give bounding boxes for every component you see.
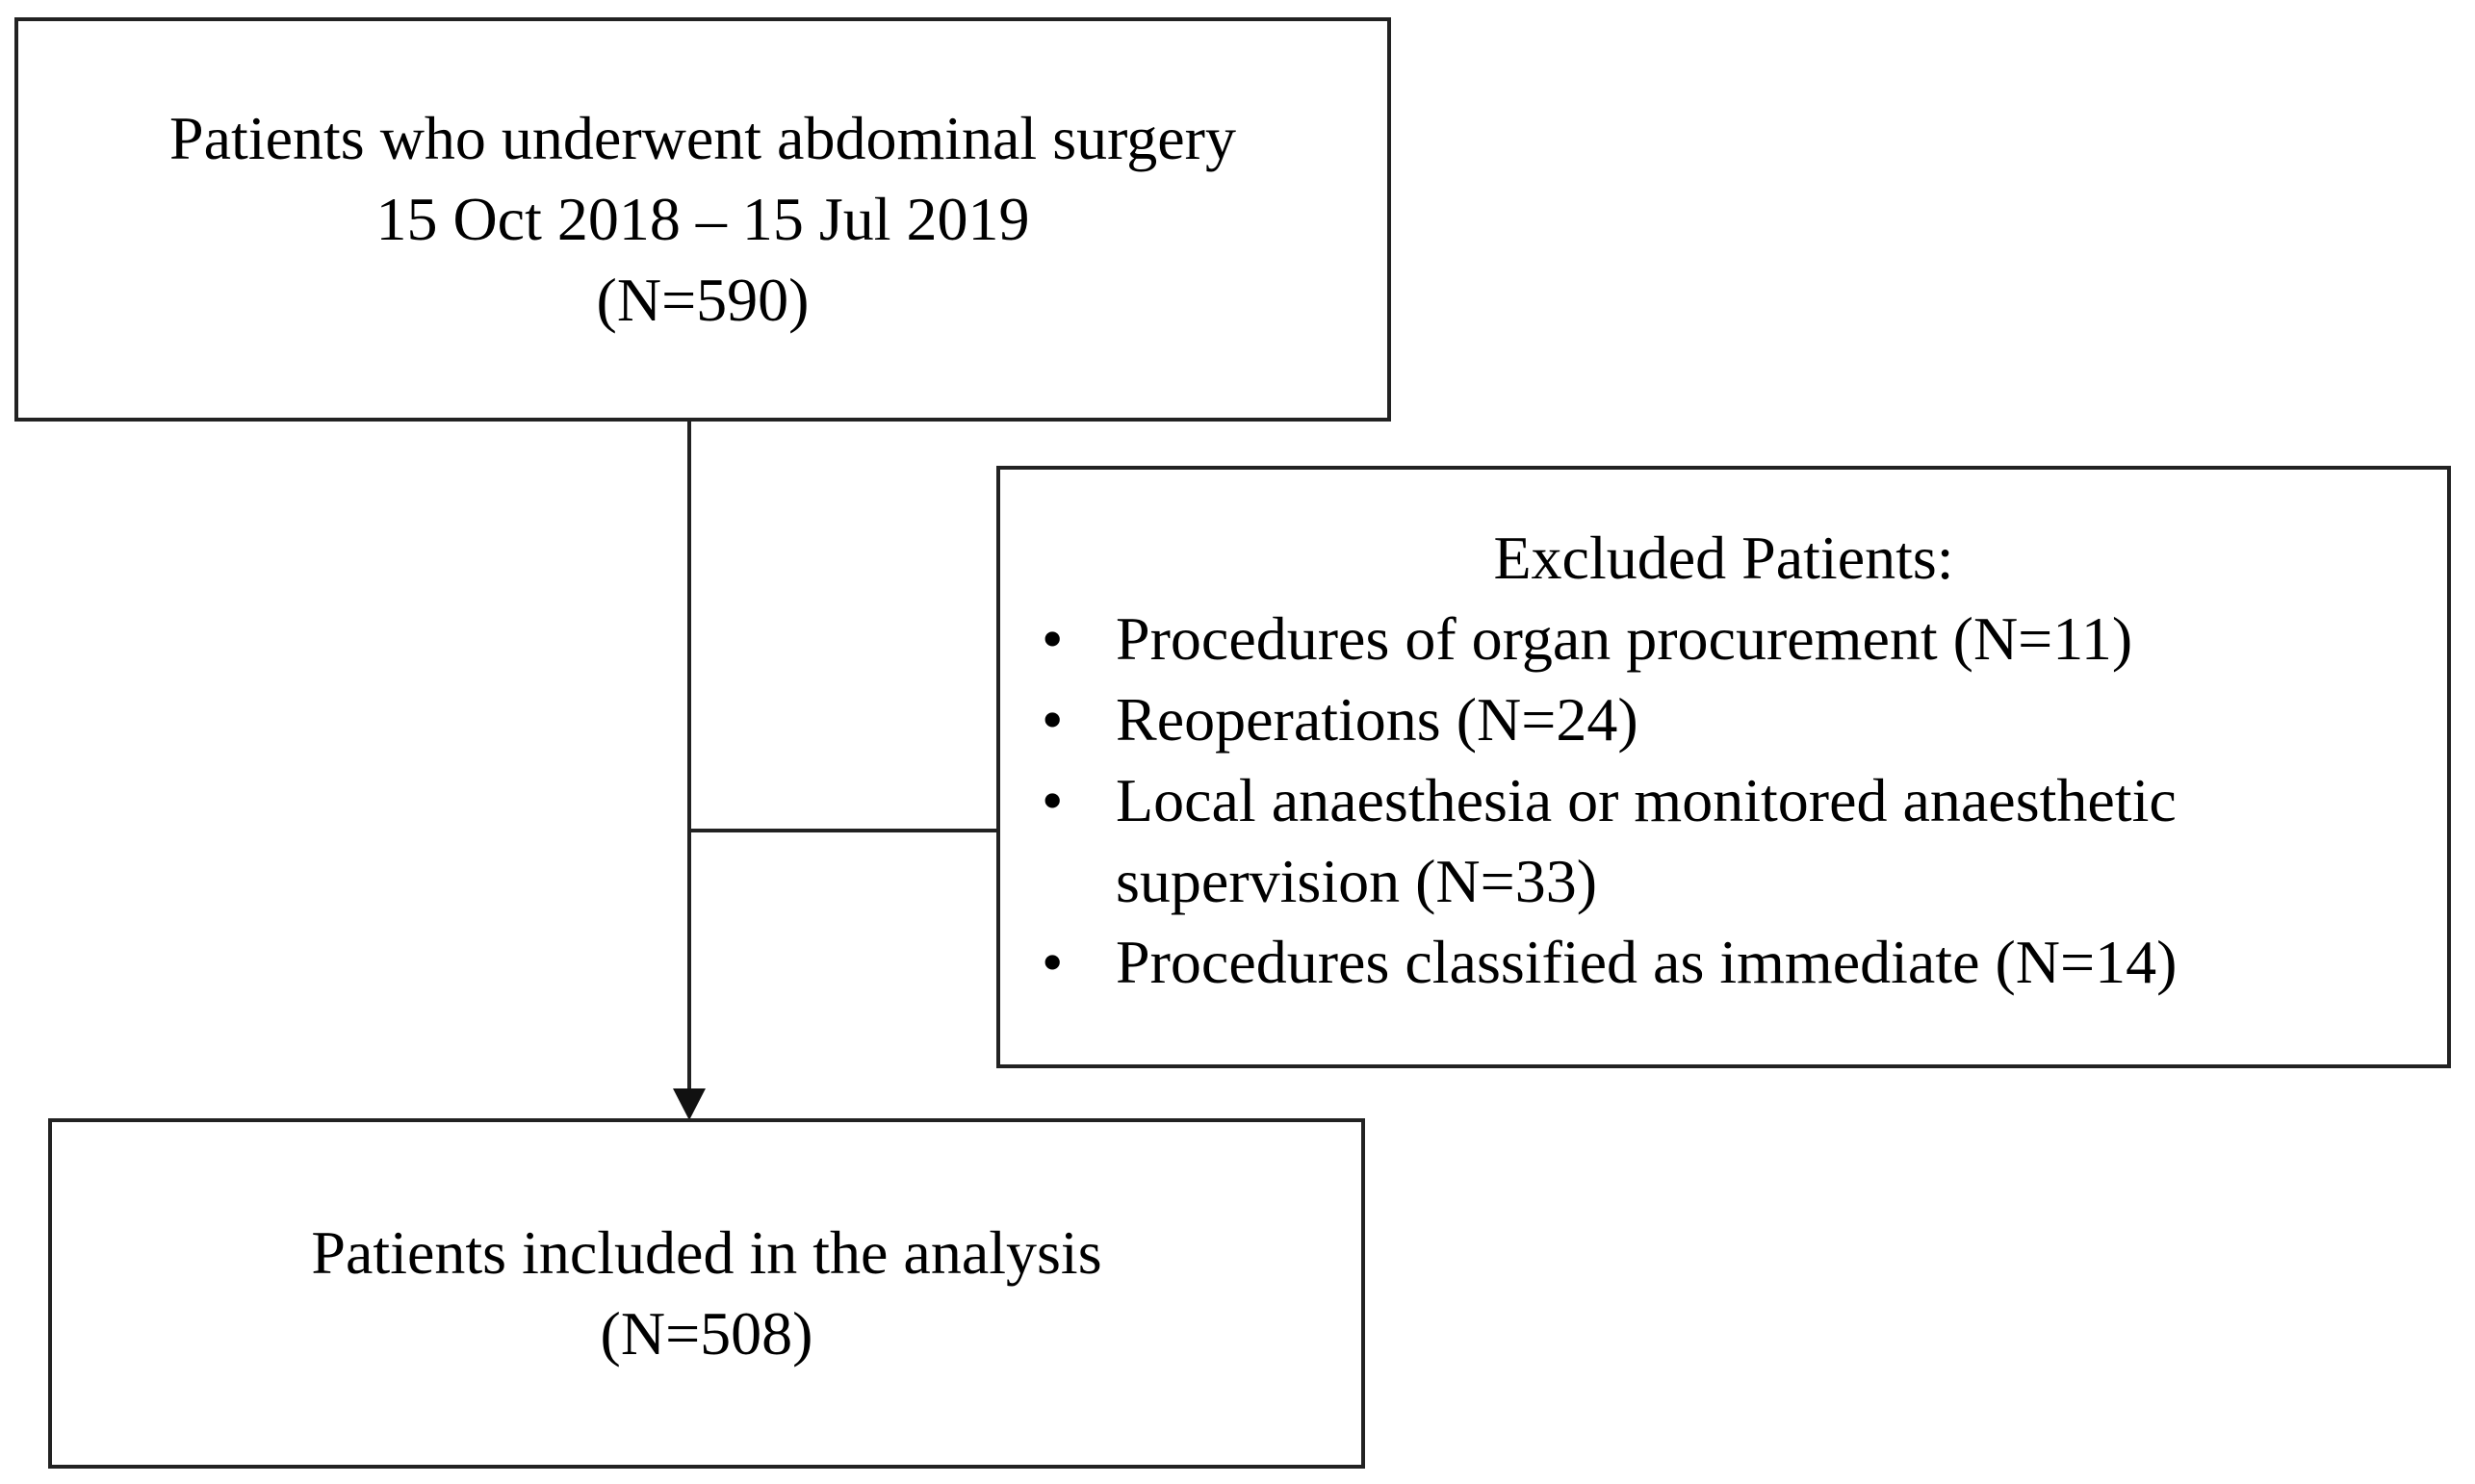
- bullet-icon: •: [1042, 604, 1064, 673]
- list-item: • Local anaesthesia or monitored anaesth…: [1042, 760, 2394, 922]
- enrolled-box-count: (N=590): [596, 266, 810, 334]
- included-box-count: (N=508): [600, 1299, 813, 1368]
- arrow-down-icon: [673, 1088, 706, 1120]
- excluded-reason-immediate-procedures: Procedures classified as immediate (N=14…: [1116, 928, 2178, 996]
- excluded-reason-organ-procurement: Procedures of organ procurement (N=11): [1116, 604, 2133, 673]
- list-item: • Procedures classified as immediate (N=…: [1042, 922, 2394, 1003]
- bullet-icon: •: [1042, 766, 1064, 834]
- excluded-reasons-list: • Procedures of organ procurement (N=11)…: [1000, 599, 2447, 1003]
- enrolled-box-line-1: Patients who underwent abdominal surgery: [169, 104, 1236, 172]
- excluded-reason-reoperations: Reoperations (N=24): [1116, 685, 1638, 754]
- bullet-icon: •: [1042, 685, 1064, 754]
- list-item: • Reoperations (N=24): [1042, 679, 2394, 760]
- bullet-icon: •: [1042, 928, 1064, 996]
- vertical-connector-line: [687, 422, 691, 1095]
- included-patients-box: Patients included in the analysis (N=508…: [48, 1118, 1365, 1469]
- excluded-reason-local-anaesthesia: Local anaesthesia or monitored anaesthet…: [1116, 766, 2177, 915]
- excluded-box-title: Excluded Patients:: [1493, 524, 1954, 592]
- enrolled-patients-box: Patients who underwent abdominal surgery…: [14, 17, 1391, 422]
- included-box-line-1: Patients included in the analysis: [311, 1218, 1102, 1287]
- enrolled-box-date-range: 15 Oct 2018 – 15 Jul 2019: [375, 185, 1030, 253]
- excluded-patients-box: Excluded Patients: • Procedures of organ…: [996, 466, 2451, 1068]
- list-item: • Procedures of organ procurement (N=11): [1042, 599, 2394, 679]
- horizontal-connector-line: [689, 829, 996, 832]
